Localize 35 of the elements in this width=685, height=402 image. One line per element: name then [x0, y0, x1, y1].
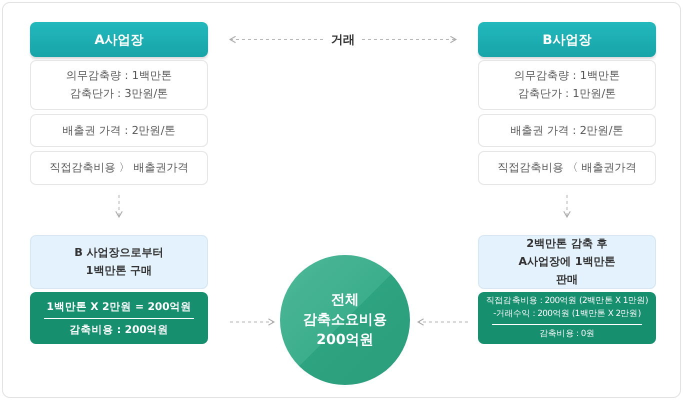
result-box	[30, 292, 208, 344]
summary-text: 전체 감축소요비용 200억원	[303, 291, 387, 350]
header-bar	[30, 22, 208, 57]
info-text: 의무감축량 : 1백만톤	[514, 68, 620, 84]
info-text: 배출권 가격 : 2만원/톤	[62, 122, 176, 138]
info-box	[30, 114, 208, 147]
step-box	[30, 235, 208, 289]
dashed-arrow	[115, 194, 123, 218]
site-title: B사업장	[542, 32, 592, 48]
info-text: 직접감축비용 〈 배출권가격	[498, 160, 636, 176]
info-text: 직접감축비용 : 200억원 (2백만톤 X 1만원)	[486, 295, 648, 308]
header-bar	[478, 22, 656, 57]
info-box	[478, 60, 656, 110]
dashed-arrow	[417, 318, 468, 326]
dashed-arrow	[230, 318, 275, 326]
edge-label: 거래	[325, 31, 361, 48]
info-text: B 사업장으로부터 1백만톤 구매	[73, 245, 165, 279]
info-box	[478, 151, 656, 185]
info-text: 감축비용 : 200억원	[44, 318, 194, 338]
step-box	[478, 235, 656, 289]
info-text: 감축단가 : 1만원/톤	[518, 86, 616, 102]
info-text: 감축비용 : 0원	[492, 324, 642, 341]
dashed-arrow	[563, 194, 571, 218]
info-box	[478, 114, 656, 147]
info-text: 직접감축비용 〉 배출권가격	[50, 160, 188, 176]
info-text: 감축단가 : 3만원/톤	[70, 86, 168, 102]
site-title: A사업장	[94, 32, 144, 48]
info-text: 배출권 가격 : 2만원/톤	[510, 122, 624, 138]
info-text: 2백만톤 감축 후 A사업장에 1백만톤 판매	[518, 236, 616, 288]
info-box	[30, 151, 208, 185]
info-box	[30, 60, 208, 110]
info-text: 의무감축량 : 1백만톤	[66, 68, 172, 84]
info-text: 1백만톤 X 2만원 = 200억원	[46, 300, 192, 314]
result-box	[478, 292, 656, 344]
info-text: -거래수익 : 200억원 (1백만톤 X 2만원)	[493, 308, 641, 321]
